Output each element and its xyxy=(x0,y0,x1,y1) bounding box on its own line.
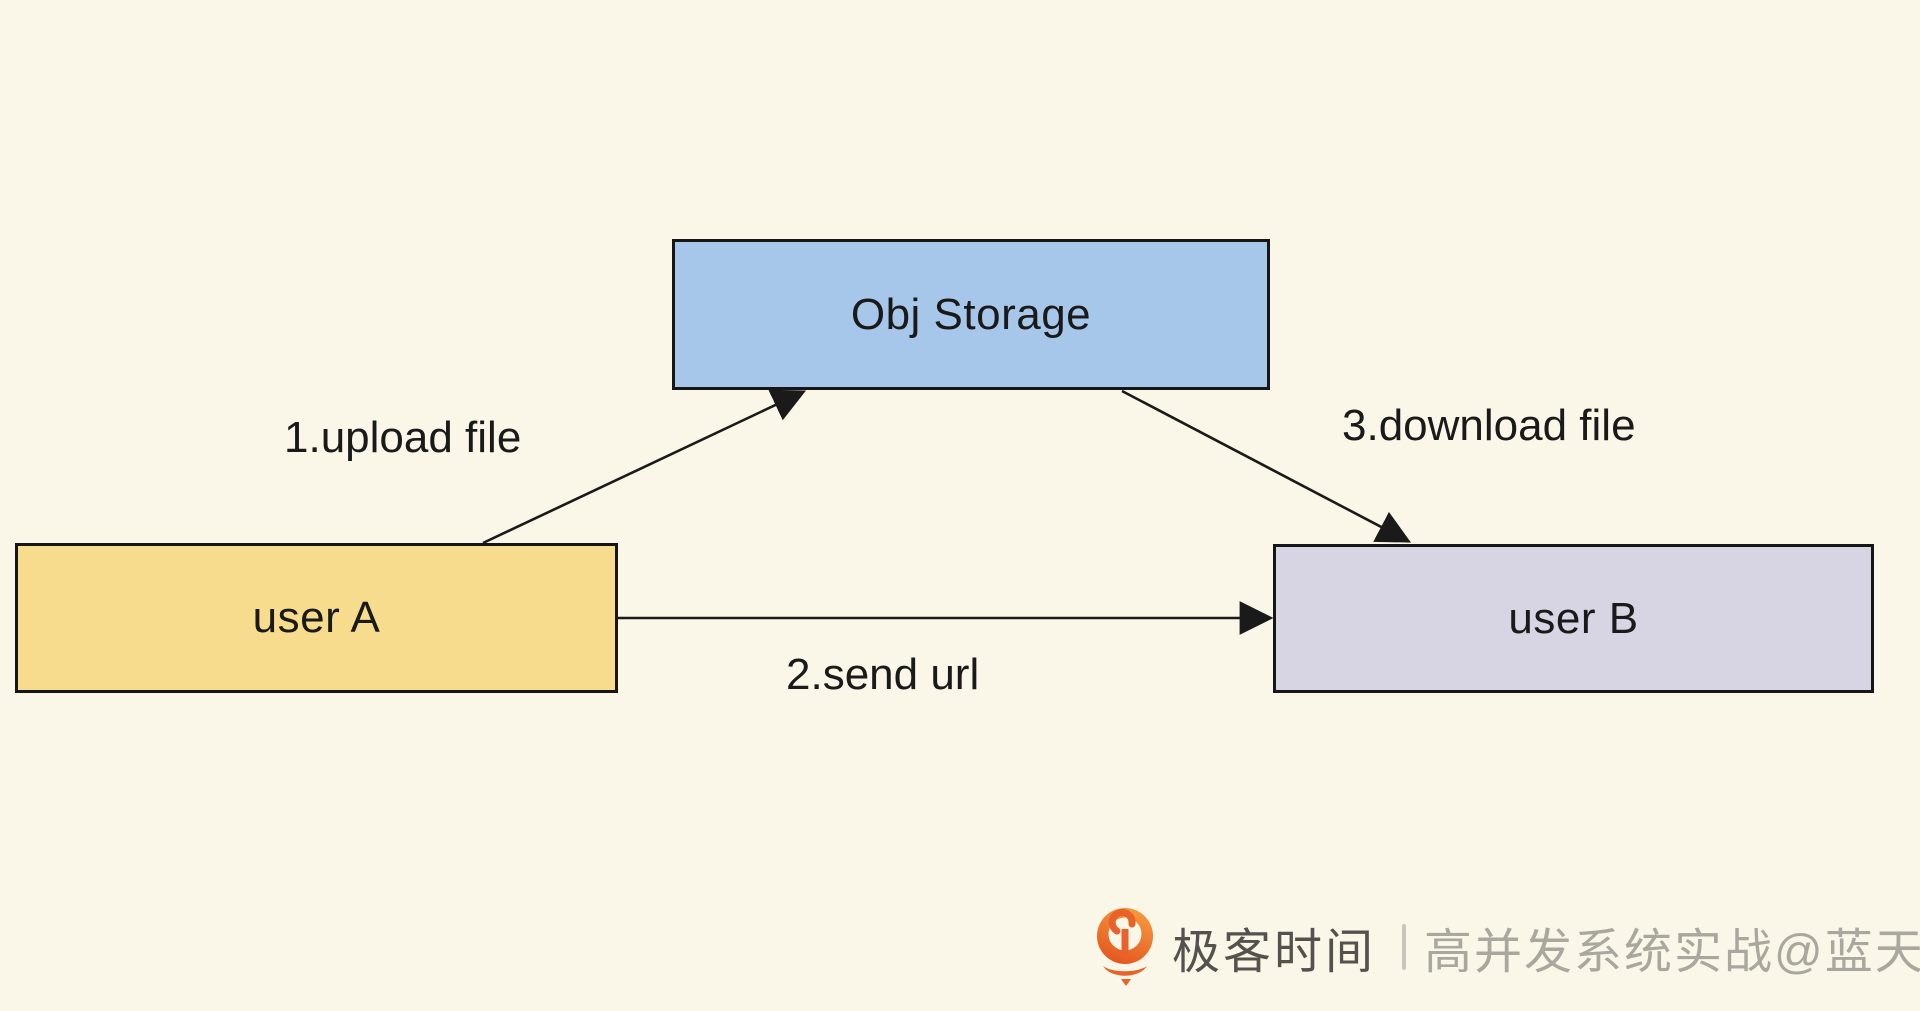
node-user-b-label: user B xyxy=(1508,593,1639,643)
edge-upload-label: 1.upload file xyxy=(284,413,522,462)
footer-separator xyxy=(1402,924,1407,970)
edge-download-arrow xyxy=(1121,389,1411,543)
edge-send-url-label: 2.send url xyxy=(786,650,980,699)
node-user-b: user B xyxy=(1273,544,1874,693)
credit-text: 高并发系统实战@蓝天 xyxy=(1424,926,1920,979)
geek-time-logo-icon xyxy=(1097,908,1153,986)
watermark-footer: 极客时间 高并发系统实战@蓝天 xyxy=(1094,906,1920,988)
brand-text: 极客时间 xyxy=(1172,926,1377,979)
edge-download-label: 3.download file xyxy=(1342,401,1636,450)
node-obj-storage-label: Obj Storage xyxy=(850,289,1092,339)
node-user-a-label: user A xyxy=(252,593,381,642)
edge-upload-arrow xyxy=(482,389,807,545)
node-user-a: user A xyxy=(15,543,618,693)
node-obj-storage: Obj Storage xyxy=(672,239,1270,390)
